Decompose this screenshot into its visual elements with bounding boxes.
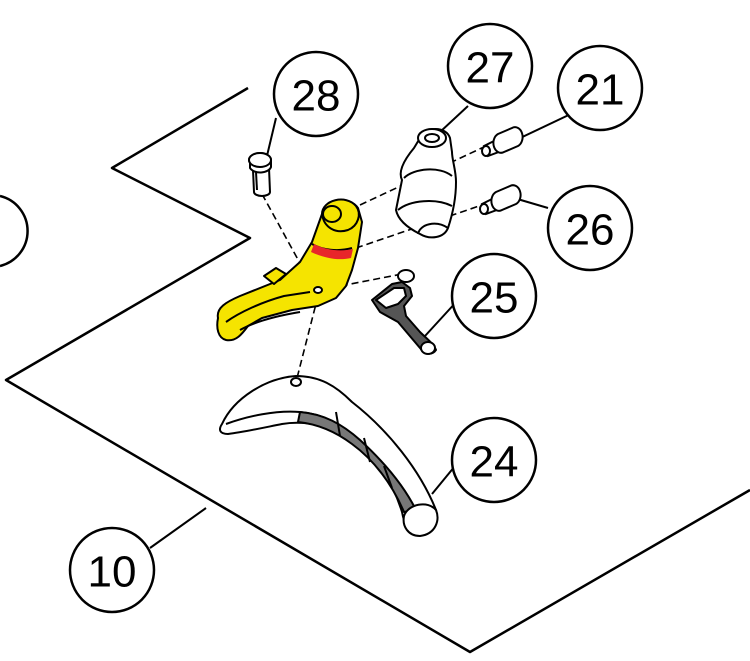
callout-label-28: 28 [292, 72, 341, 121]
clamp-27 [395, 128, 457, 239]
callout-label-27: 27 [466, 44, 515, 93]
lever-25 [371, 269, 437, 355]
callout-label-21: 21 [576, 66, 625, 115]
base-plate-outline [4, 86, 750, 654]
bolt-26 [479, 184, 522, 216]
callout-circle-27 [446, 22, 534, 110]
partial-callout-circle [0, 194, 29, 268]
highlighted-bracket [216, 198, 363, 342]
callout-circle-24 [450, 416, 538, 504]
callout-label-26: 26 [566, 206, 615, 255]
bolt-21 [481, 126, 524, 158]
callout-circle-26 [546, 184, 634, 272]
callout-label-24: 24 [470, 438, 519, 487]
callout-labels: 10 21 24 25 26 27 28 [88, 44, 625, 597]
callout-circle-21 [556, 44, 644, 132]
callout-circles [68, 22, 644, 614]
callout-circle-28 [272, 50, 360, 138]
callout-label-25: 25 [470, 274, 519, 323]
callout-circle-10 [68, 526, 156, 614]
arc-guide-24 [219, 375, 439, 537]
callout-leaders [149, 105, 576, 549]
callout-circle-25 [450, 252, 538, 340]
callout-label-10: 10 [88, 548, 137, 597]
screw-28 [248, 152, 272, 197]
